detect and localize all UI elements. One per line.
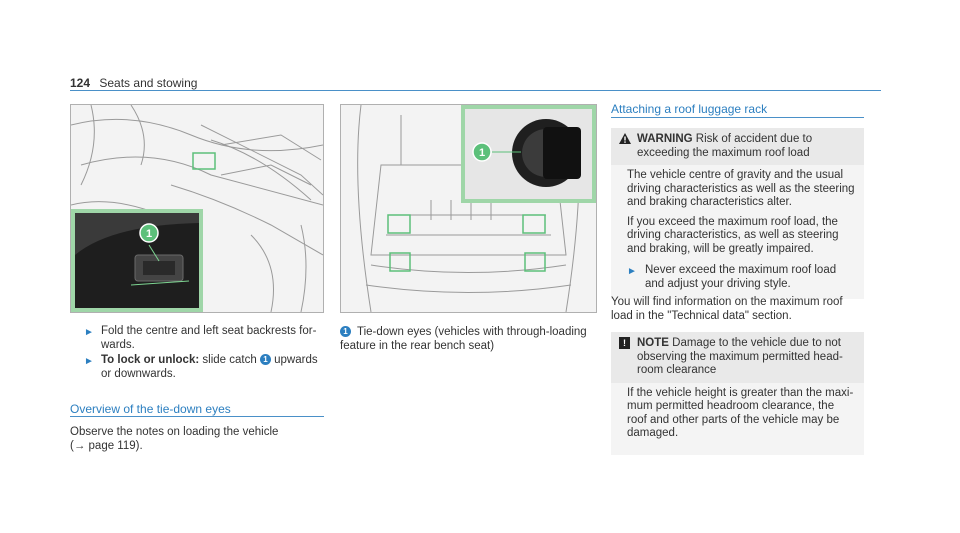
note-body: If the vehicle height is greater than th… bbox=[611, 382, 864, 455]
step-text-a: slide catch bbox=[199, 354, 260, 366]
step-arrow-icon: ► bbox=[84, 327, 94, 338]
loading-notes-para: Observe the notes on loading the vehicle… bbox=[70, 426, 279, 452]
figure-seat-catch: 1 bbox=[70, 104, 324, 313]
step-lock-unlock: To lock or unlock: slide catch 1 upwards… bbox=[101, 354, 321, 381]
note-header: ! NOTE Damage to the vehicle due to not … bbox=[611, 332, 864, 383]
warning-step-text: Never exceed the maximum roof load and a… bbox=[645, 264, 837, 290]
warning-label: WARNING bbox=[637, 133, 693, 145]
section-title: Seats and stowing bbox=[99, 76, 198, 90]
step-arrow-icon: ► bbox=[627, 266, 637, 277]
note-box: ! NOTE Damage to the vehicle due to not … bbox=[611, 332, 864, 455]
note-label: NOTE bbox=[637, 337, 669, 349]
warning-triangle-icon bbox=[619, 133, 631, 144]
warning-body: The vehicle centre of gravity and the us… bbox=[611, 165, 864, 299]
heading-roof-rack: Attaching a roof luggage rack bbox=[611, 102, 768, 116]
step-text-b: upwards or downwards. bbox=[101, 354, 318, 380]
heading-tie-down-eyes: Overview of the tie-down eyes bbox=[70, 402, 231, 416]
roof-load-info: You will find information on the maximum… bbox=[611, 296, 843, 322]
page-header: 124 Seats and stowing bbox=[70, 76, 197, 90]
warning-para-2: If you exceed the maximum roof load, the… bbox=[627, 215, 839, 255]
header-rule bbox=[70, 90, 881, 91]
warning-step: ► Never exceed the maximum roof load and… bbox=[627, 264, 856, 291]
step-fold-backrests: Fold the centre and left seat backrests … bbox=[101, 325, 317, 351]
figure2-callout: 1 bbox=[479, 147, 485, 159]
page-number: 124 bbox=[70, 76, 91, 90]
warning-header: WARNING Risk of accident due to exceed­i… bbox=[611, 128, 864, 165]
step-arrow-icon: ► bbox=[84, 356, 94, 367]
warning-box: WARNING Risk of accident due to exceed­i… bbox=[611, 128, 864, 299]
figure-tie-down-eyes: 1 bbox=[340, 104, 597, 313]
warning-para-1: The vehicle centre of gravity and the us… bbox=[627, 169, 855, 208]
callout-badge: 1 bbox=[259, 354, 271, 366]
heading-rule bbox=[611, 117, 864, 118]
heading-rule bbox=[70, 416, 324, 417]
note-title: Damage to the vehicle due to not observi… bbox=[637, 337, 843, 376]
caption-callout-badge: 1 bbox=[340, 326, 351, 338]
step-lock-unlock-label: To lock or unlock: bbox=[101, 354, 200, 366]
note-exclamation-icon: ! bbox=[619, 337, 630, 349]
warning-title: Risk of accident due to exceed­ing the m… bbox=[637, 133, 813, 159]
note-para: If the vehicle height is greater than th… bbox=[627, 386, 854, 440]
caption-text: Tie-down eyes (vehicles with through-loa… bbox=[340, 326, 587, 352]
figure1-callout: 1 bbox=[146, 228, 152, 240]
